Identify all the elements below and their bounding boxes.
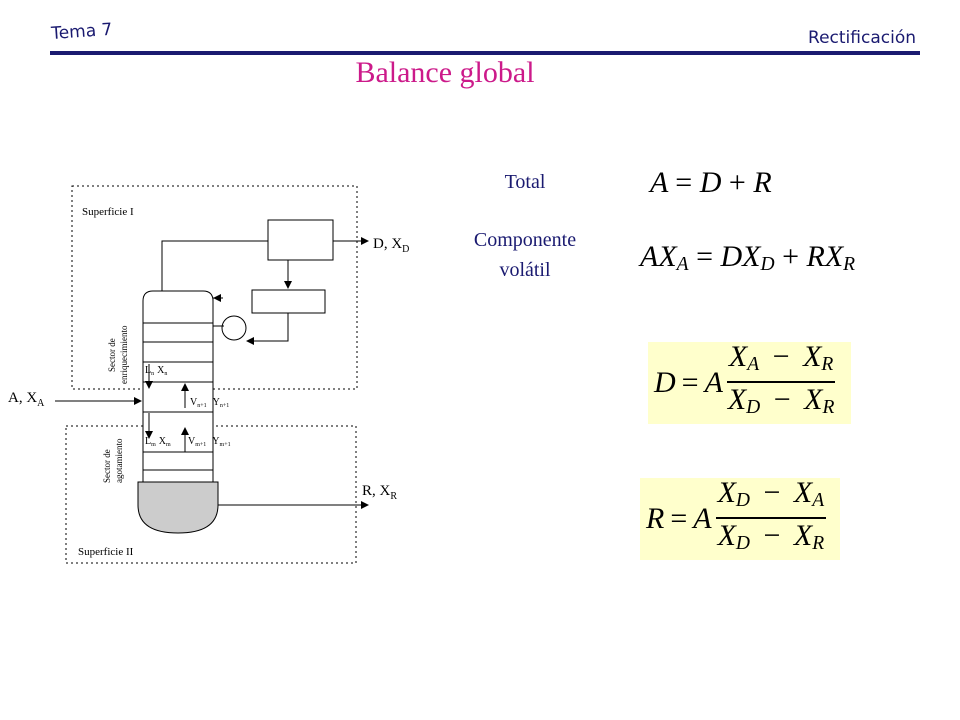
distillation-column-diagram: Superficie I Superficie II A, XA R, XR D… [8,185,409,564]
eq4-numerator: XD − XA [715,477,827,519]
surface-1-label: Superficie I [82,206,134,218]
residue-label: R, XR [362,483,397,502]
reboiler-bottom [137,481,219,534]
eq4-fraction: XD − XA XD − XR [715,477,827,561]
eq4-denominator: XD − XR [717,519,825,554]
eq4-equals: = [670,502,688,535]
eq2-ax-sub: A [676,253,689,275]
eq2-equals: = [696,240,713,273]
total-label: Total [504,171,546,193]
eq3-equals: = [681,366,699,399]
condenser-box [267,219,334,261]
feed-label: A, XA [8,390,45,409]
topic-label: Tema 7 [50,19,114,44]
eq3-factor: A [704,366,723,399]
eq1-equals: = [675,166,693,199]
column-shell [142,290,214,483]
component-balance-equation: AXA = DXD + RXR [640,240,855,276]
reflux-return [212,297,224,327]
exhaust-sector-line2: agotamiento [114,438,124,483]
section-label: Rectificación [808,28,916,48]
eq2-plus: + [782,240,800,273]
eq2-dx: DX [720,240,761,273]
eq3-denominator: XD − XR [727,383,835,418]
eq3-numerator: XA − XR [726,341,836,383]
vapor-line [161,240,268,291]
eq3-lhs: D [654,366,676,399]
component-label-line2: volátil [499,259,551,281]
header-rule [50,51,920,55]
reflux-line [246,313,289,345]
eq1-rhs1: D [699,166,722,199]
eq1-rhs2: R [753,166,772,199]
distillate-equation: D = A XA − XR XD − XR [648,341,851,425]
enrich-sector-line1: Sector de [107,338,117,372]
eq2-rx: RX [806,240,844,273]
component-label-line1: Componente [473,229,577,251]
surface-2-label: Superficie II [78,546,134,558]
slide-title: Balance global [355,56,535,89]
exhaust-sector-line1: Sector de [102,449,112,483]
column-trays [143,322,213,471]
eq2-ax: AX [640,240,677,273]
surface-1-box [71,185,358,390]
residue-equation: R = A XD − XA XD − XR [640,477,840,561]
pump-icon [221,315,247,341]
eq4-factor: A [693,502,712,535]
eq4-lhs: R [646,502,665,535]
eq2-dx-sub: D [760,253,775,275]
distillate-label: D, XD [373,236,409,255]
eq1-plus: + [728,166,746,199]
accumulator-box [251,289,326,314]
component-label: Componente volátil [450,225,600,285]
enrich-sector-line2: enriquecimiento [119,325,129,384]
eq3-fraction: XA − XR XD − XR [726,341,836,425]
eq2-rx-sub: R [843,253,856,275]
eq1-lhs: A [650,166,668,199]
total-balance-equation: A = D + R [650,166,772,200]
